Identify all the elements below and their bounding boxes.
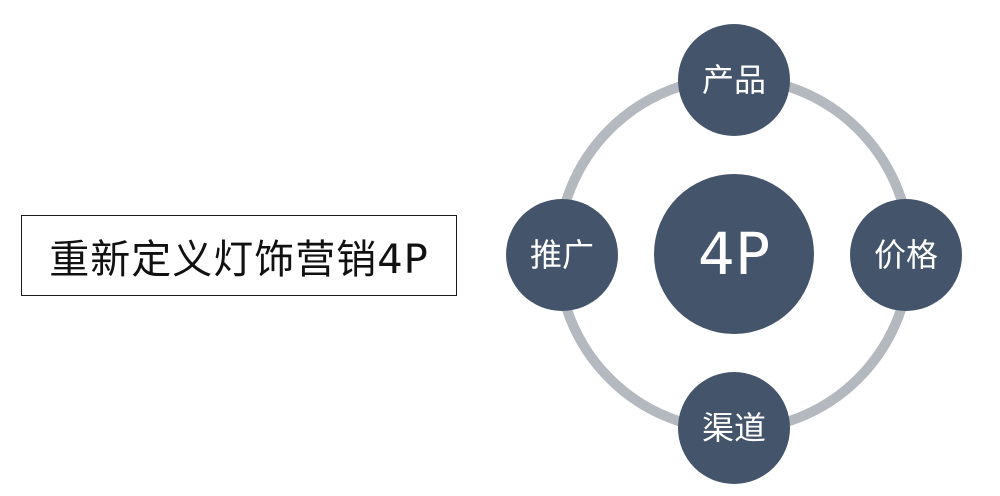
node-price-circle xyxy=(850,199,962,311)
node-product: 产品 xyxy=(678,24,790,136)
node-channel: 渠道 xyxy=(678,372,790,484)
node-promotion: 推广 xyxy=(506,199,618,311)
node-price-label: 价格 xyxy=(874,236,938,274)
node-product-label: 产品 xyxy=(702,61,766,99)
node-promotion-label: 推广 xyxy=(530,236,594,274)
diagram-title: 重新定义灯饰营销4P xyxy=(49,236,429,283)
node-channel-circle xyxy=(678,372,790,484)
node-product-circle xyxy=(678,24,790,136)
title-box: 重新定义灯饰营销4P xyxy=(21,215,457,296)
center-node-label: 4P xyxy=(698,220,770,288)
node-channel-label: 渠道 xyxy=(702,409,766,447)
center-node-circle xyxy=(654,174,814,334)
node-price: 价格 xyxy=(850,199,962,311)
center-node: 4P xyxy=(654,174,814,334)
node-promotion-circle xyxy=(506,199,618,311)
